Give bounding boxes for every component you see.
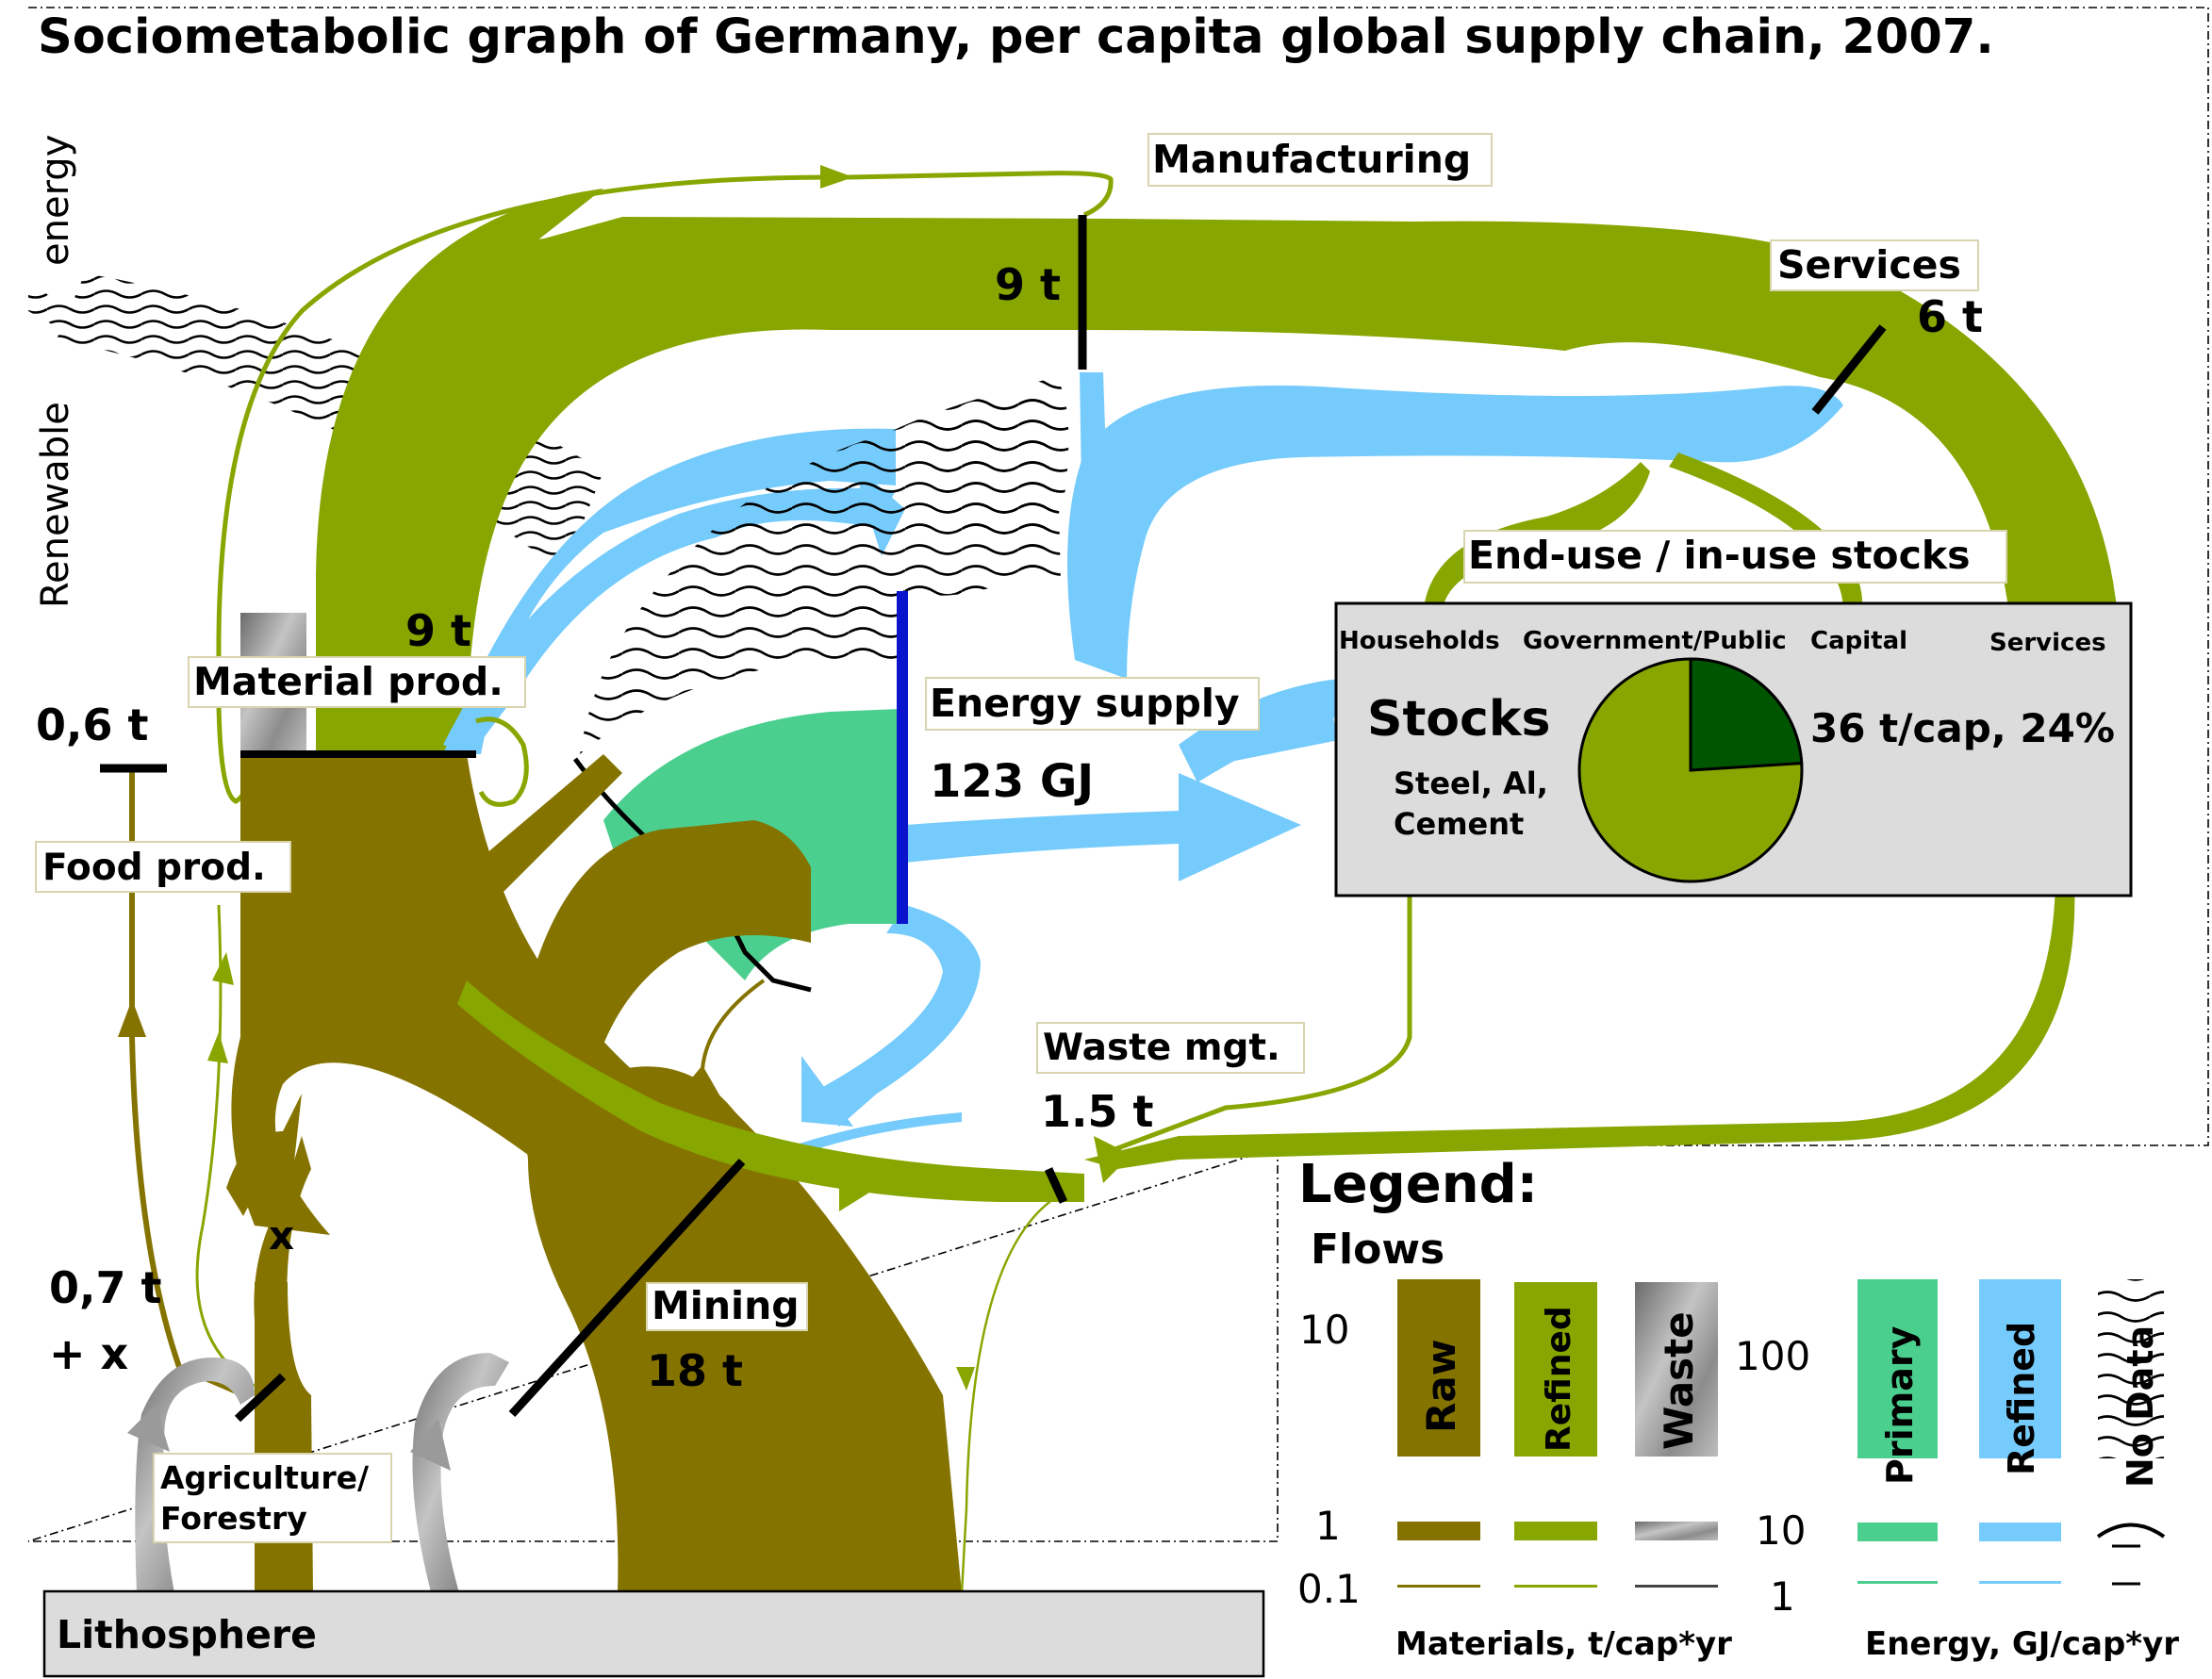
agriculture-label-2: Forestry bbox=[160, 1500, 307, 1537]
legend-waste-swatch bbox=[1635, 1282, 1718, 1457]
stocks-category-services: Services bbox=[1989, 629, 2106, 657]
energy-label: energy bbox=[34, 135, 77, 266]
legend-primary-label: Primary bbox=[1879, 1325, 1921, 1485]
legend-energy-100: 100 bbox=[1735, 1333, 1810, 1379]
lithosphere-label: Lithosphere bbox=[57, 1612, 317, 1657]
legend-raw-1 bbox=[1397, 1522, 1480, 1540]
mining-value: 18 t bbox=[647, 1345, 743, 1396]
agri-value-line1: 0,7 t bbox=[49, 1262, 162, 1313]
stocks-category-households: Households bbox=[1339, 627, 1500, 655]
legend-refined-energy-label: Refined bbox=[2001, 1322, 2042, 1475]
legend-refined-mat-label: Refined bbox=[1540, 1306, 1578, 1452]
end-use-label: End-use / in-use stocks bbox=[1468, 533, 1971, 578]
energy-to-mining-flow bbox=[811, 905, 981, 1127]
legend-title: Legend: bbox=[1298, 1154, 1538, 1215]
food-prod-label: Food prod. bbox=[42, 847, 266, 889]
stocks-to-waste-right bbox=[1084, 881, 2075, 1169]
no-data-region-2 bbox=[924, 387, 1061, 584]
energy-supply-label: Energy supply bbox=[930, 681, 1240, 726]
agri-x-value: x bbox=[269, 1212, 294, 1259]
manufacturing-flow bbox=[316, 189, 2117, 754]
stocks-materials-line2: Cement bbox=[1394, 806, 1524, 842]
legend-nodata-swatch bbox=[2098, 1279, 2164, 1458]
stocks-category-government: Government/Public bbox=[1523, 627, 1787, 655]
agri-value-line2: + x bbox=[49, 1328, 128, 1379]
material-prod-label: Material prod. bbox=[193, 659, 503, 704]
legend-energy-10: 10 bbox=[1756, 1507, 1806, 1554]
stocks-pie-slice bbox=[1689, 657, 1804, 772]
legend-mat-10: 10 bbox=[1299, 1307, 1349, 1353]
legend-energy-unit: Energy, GJ/cap*yr bbox=[1865, 1625, 2179, 1663]
stocks-value: 36 t/cap, 24% bbox=[1810, 705, 2115, 751]
stocks-materials-line1: Steel, Al, bbox=[1394, 765, 1548, 801]
legend-nodata-label: No Data bbox=[2120, 1325, 2161, 1488]
agriculture-refined-line bbox=[195, 904, 256, 1388]
waste-to-lithosphere-line bbox=[960, 1195, 1057, 1594]
material-loop bbox=[475, 716, 529, 807]
food-prod-value: 0,6 t bbox=[36, 700, 149, 750]
mining-bar bbox=[508, 1158, 746, 1418]
services-value: 6 t bbox=[1917, 291, 1983, 342]
energy-to-manufacturing-line bbox=[1080, 372, 1113, 650]
legend-waste-1 bbox=[1635, 1522, 1718, 1540]
legend-refined-energy-10 bbox=[1979, 1523, 2061, 1541]
stocks-pie-chart bbox=[1577, 657, 1804, 883]
legend-refined-mat-1 bbox=[1514, 1522, 1597, 1540]
services-bar bbox=[1811, 324, 1887, 415]
waste-loop-mining bbox=[412, 1353, 509, 1603]
legend-primary-10 bbox=[1857, 1523, 1938, 1541]
waste-value: 1.5 t bbox=[1041, 1086, 1154, 1137]
manufacturing-value: 9 t bbox=[995, 259, 1061, 310]
lithosphere-box bbox=[42, 1589, 1265, 1678]
legend: Legend: Flows 10 1 0.1 100 10 1 Raw Refi… bbox=[1297, 1154, 2179, 1663]
energy-to-waste-line bbox=[754, 1112, 962, 1169]
stocks-category-capital: Capital bbox=[1810, 627, 1907, 655]
stocks-to-waste-left bbox=[1112, 881, 1412, 1153]
legend-refined-mat-swatch bbox=[1514, 1282, 1597, 1457]
legend-refined-energy-swatch bbox=[1979, 1279, 2061, 1458]
mining-label: Mining bbox=[652, 1283, 800, 1328]
agriculture-label-1: Agriculture/ bbox=[160, 1459, 370, 1496]
waste-mgt-label: Waste mgt. bbox=[1043, 1027, 1280, 1069]
stocks-title: Stocks bbox=[1367, 691, 1550, 748]
energy-to-services-flow bbox=[1067, 385, 1843, 679]
agriculture-bar bbox=[234, 1373, 287, 1423]
diagram-title: Sociometabolic graph of Germany, per cap… bbox=[38, 9, 1994, 65]
energy-value: 123 GJ bbox=[930, 755, 1094, 808]
legend-raw-label: Raw bbox=[1418, 1340, 1464, 1433]
renewable-label: Renewable bbox=[34, 402, 77, 608]
refined-to-waste-lower bbox=[457, 980, 1084, 1202]
legend-mat-unit: Materials, t/cap*yr bbox=[1395, 1625, 1732, 1663]
services-top-label: Services bbox=[1777, 242, 1961, 288]
capital-input bbox=[1669, 453, 1863, 608]
energy-to-stocks-flow bbox=[905, 773, 1301, 881]
legend-raw-swatch bbox=[1397, 1279, 1480, 1457]
legend-flows: Flows bbox=[1311, 1226, 1444, 1274]
legend-mat-1: 1 bbox=[1315, 1503, 1341, 1549]
food-prod-line bbox=[129, 768, 247, 1398]
manufacturing-return-line bbox=[216, 171, 1114, 804]
legend-primary-swatch bbox=[1857, 1279, 1938, 1458]
manufacturing-label: Manufacturing bbox=[1152, 137, 1471, 182]
legend-mat-01: 0.1 bbox=[1297, 1566, 1361, 1612]
material-prod-value: 9 t bbox=[405, 605, 471, 656]
legend-energy-1: 1 bbox=[1770, 1573, 1795, 1620]
legend-waste-label: Waste bbox=[1656, 1311, 1702, 1450]
waste-bar bbox=[1044, 1167, 1068, 1204]
